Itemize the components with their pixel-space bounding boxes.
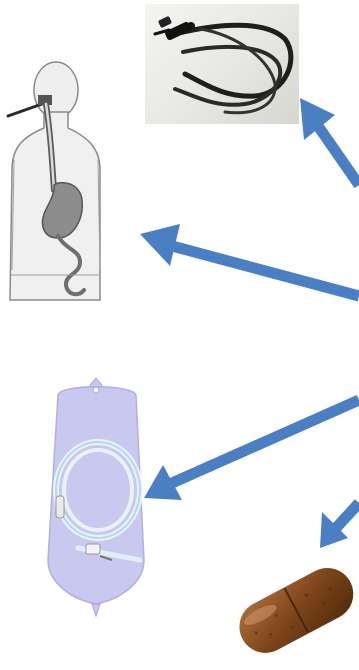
arrow-to-capsule [336,503,359,528]
arrows [140,98,359,548]
capsule-icon [230,559,359,662]
upper-gi-endoscopy-icon [8,62,100,300]
arrow-to-enema [172,400,359,483]
arrow-to-gastroscopy-head [140,224,180,266]
enema-bag-icon [48,378,144,616]
arrow-to-gastroscopy [172,246,359,296]
arrow-to-endoscope [318,126,359,185]
